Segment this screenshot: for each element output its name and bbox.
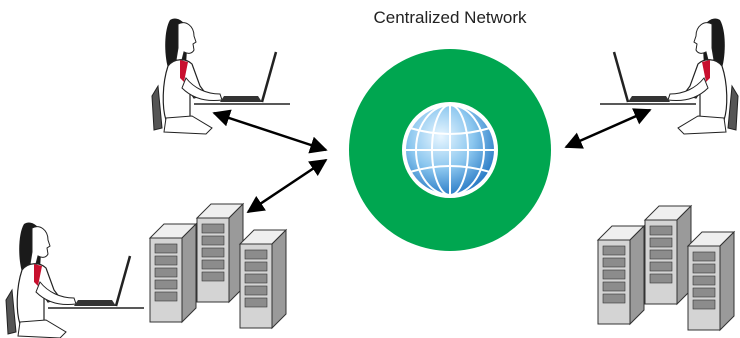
diagram-title: Centralized Network [373,8,527,27]
server-rack-icon [598,206,734,330]
connection-arrow-right [564,108,652,149]
laptop-user-icon [4,221,146,338]
server-rack-icon [150,204,286,328]
central-hub [349,49,551,251]
connection-arrow-bottom-left [246,158,328,214]
laptop-user-icon [598,17,740,136]
connection-arrow-top-left [212,109,328,154]
globe-icon [402,102,498,198]
laptop-user-icon [150,17,292,136]
